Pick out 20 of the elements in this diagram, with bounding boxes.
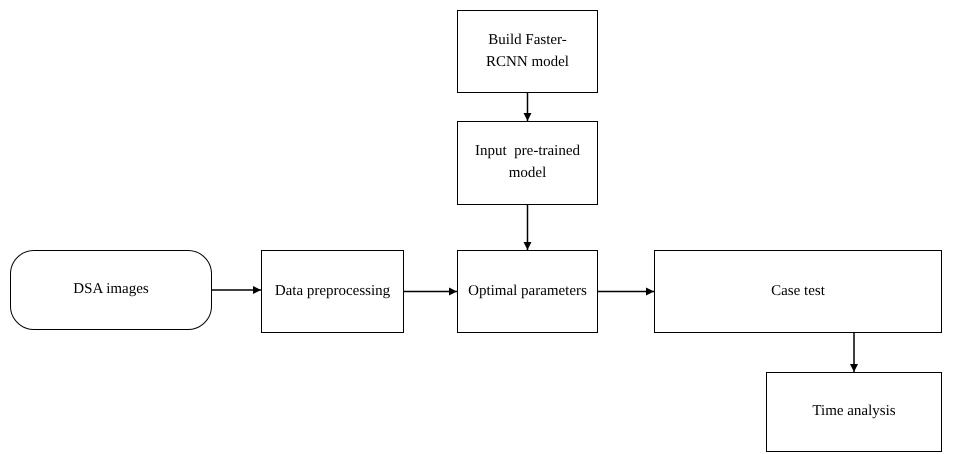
node-label: Data preprocessing: [274, 282, 390, 301]
node-label: Time analysis: [812, 402, 896, 422]
arrow: [524, 205, 532, 250]
process-box: [457, 10, 598, 93]
arrow: [850, 333, 858, 372]
arrow: [598, 288, 654, 296]
terminal-box: [10, 250, 212, 330]
process-box: [457, 250, 598, 333]
node-label: Input pre-trained model: [474, 142, 581, 183]
process-box: [654, 250, 942, 333]
node-label: Optimal parameters: [468, 282, 587, 301]
node-label: Build Faster-RCNN model: [485, 30, 570, 72]
process-box: [457, 121, 598, 205]
arrow: [404, 288, 457, 296]
node-label: DSA images: [73, 280, 149, 300]
process-box: [261, 250, 404, 333]
arrow: [524, 93, 532, 121]
arrow: [212, 286, 261, 294]
process-box: [766, 372, 942, 452]
node-label: Case test: [771, 282, 825, 301]
